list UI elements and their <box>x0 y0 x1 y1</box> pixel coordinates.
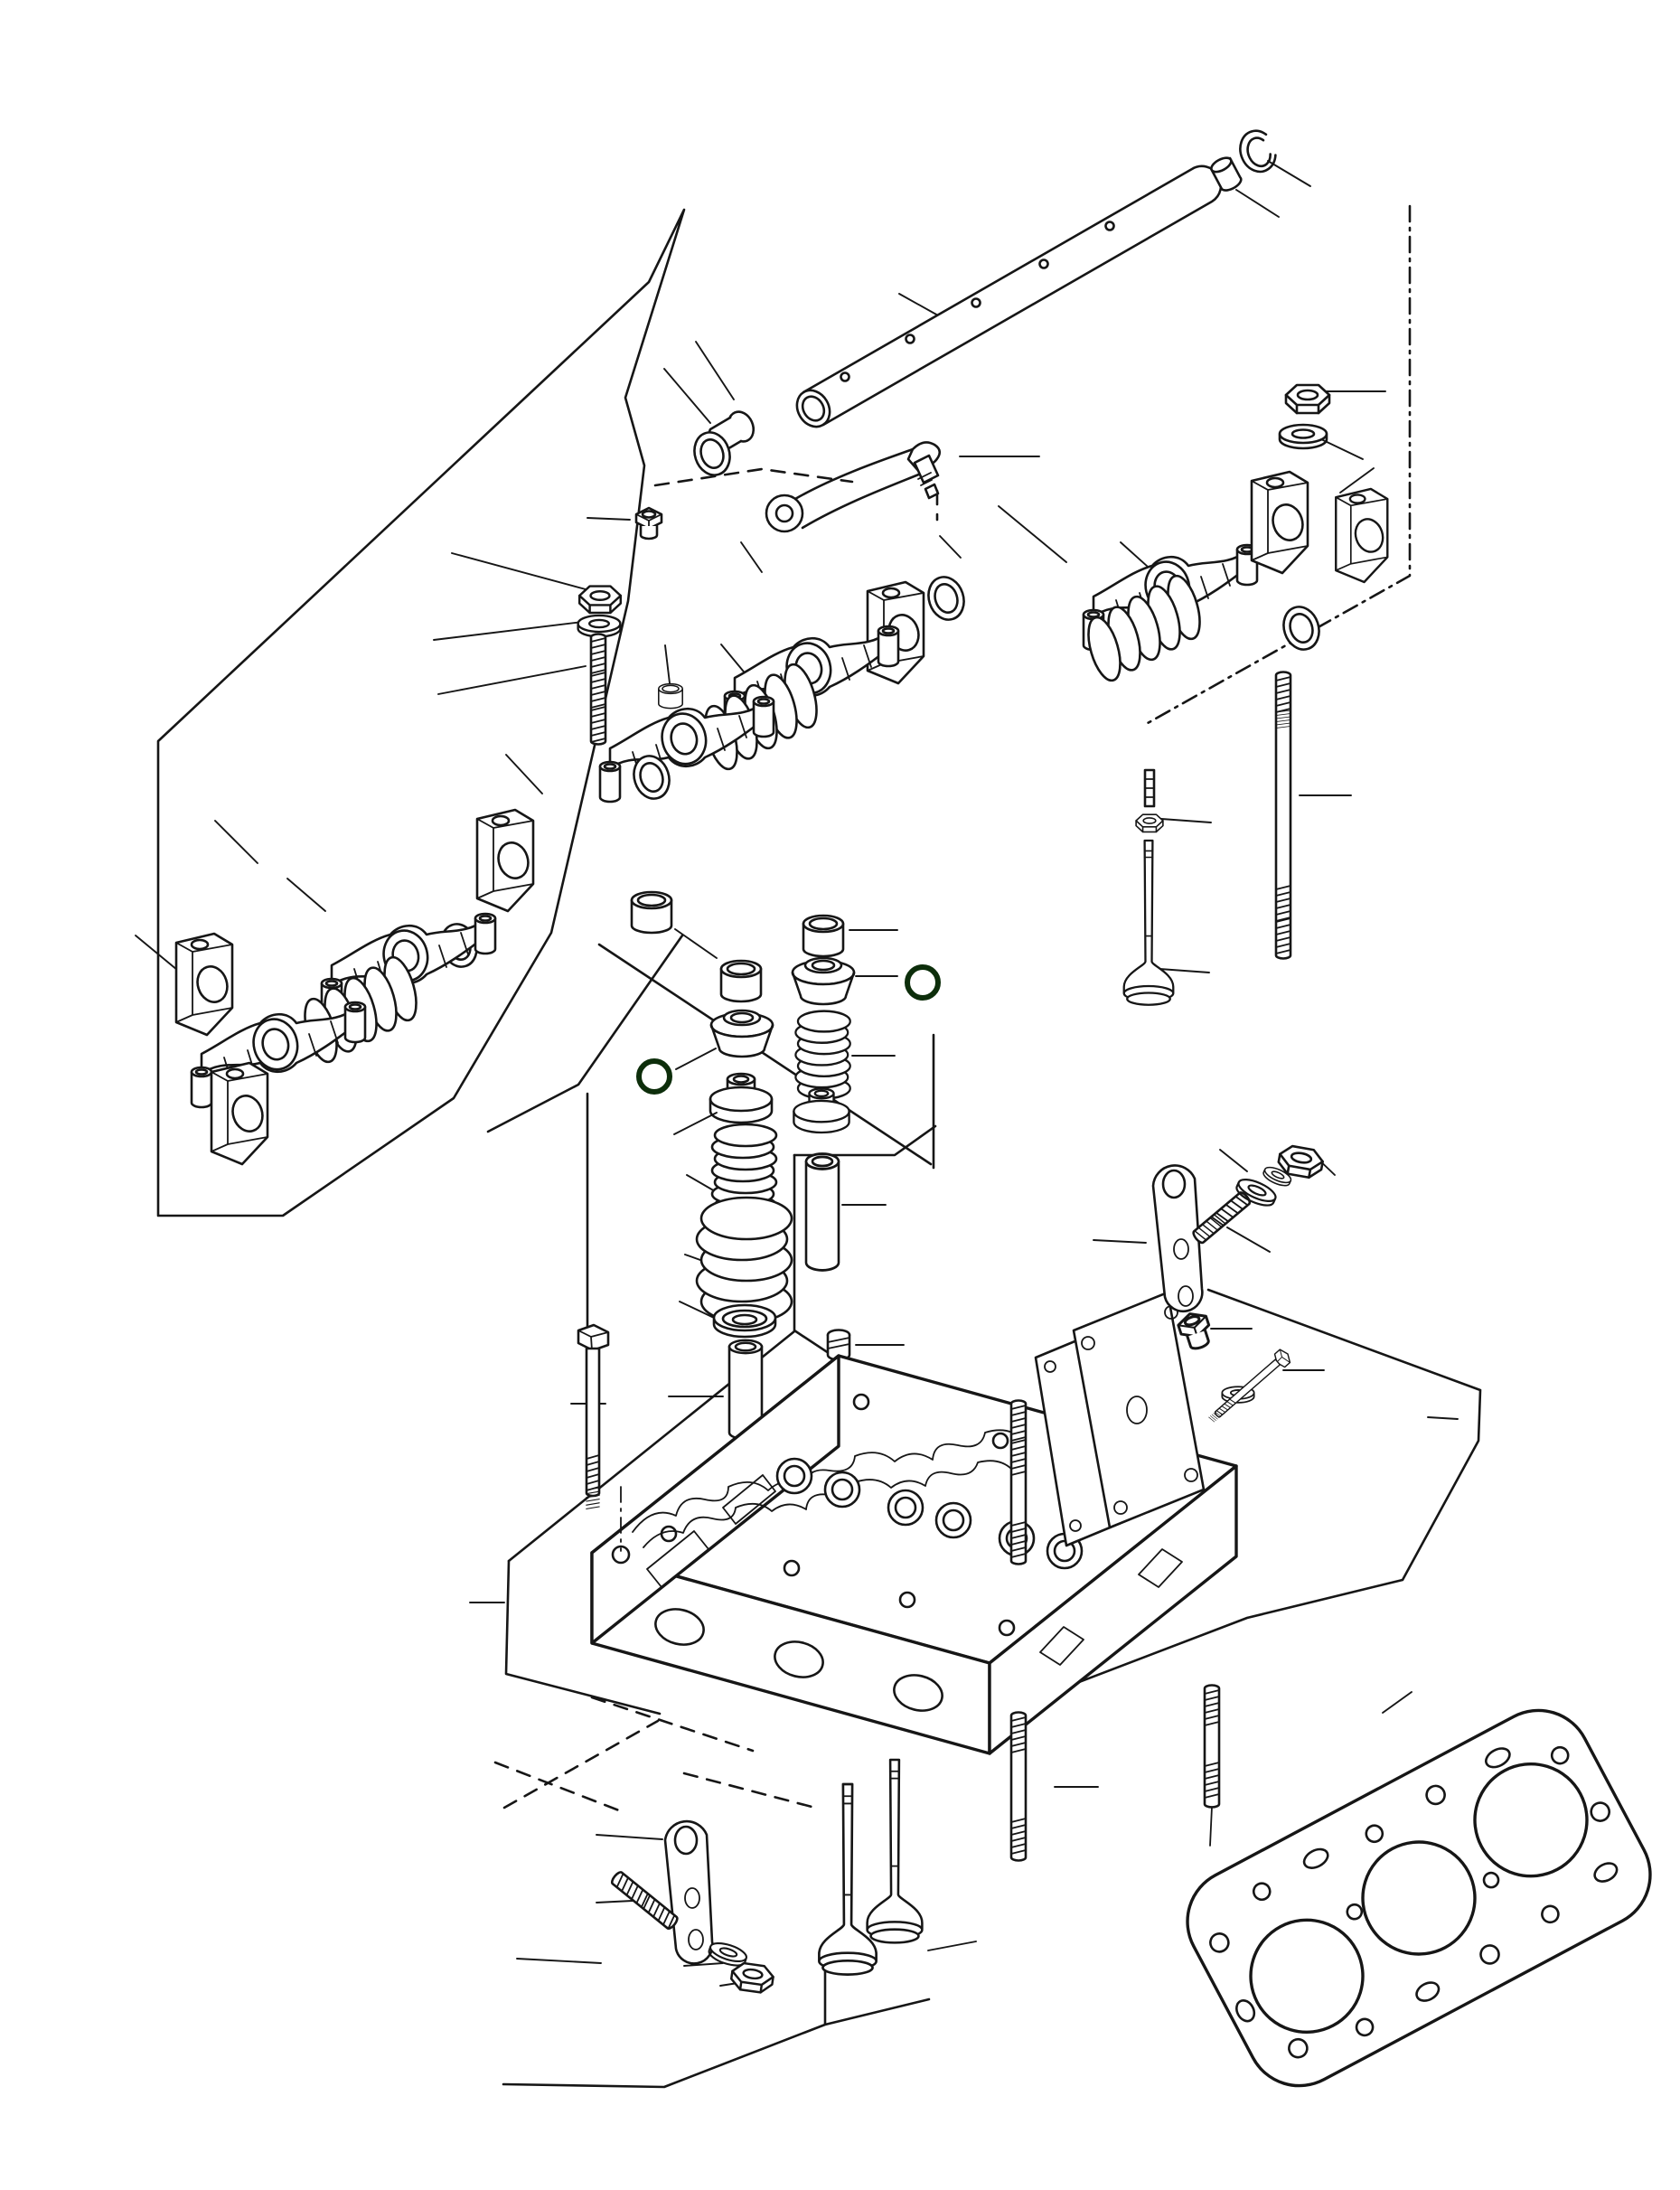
spring-seat-washer <box>712 1303 777 1339</box>
zone-borders <box>156 204 1482 2089</box>
engine-valve-left <box>818 1782 878 1976</box>
clip-hole <box>1104 221 1115 231</box>
border-centre-right-diag <box>597 943 933 1166</box>
border-platform-left <box>504 1559 662 1715</box>
valve-cap <box>630 890 673 935</box>
rocker-shaft-support <box>1335 487 1389 584</box>
shaft-end-plug <box>1209 156 1243 192</box>
border-centre-left-diag <box>486 934 684 1133</box>
valve-cap-small <box>658 682 683 710</box>
flange-nut-left <box>577 585 623 615</box>
clip-hole <box>905 334 915 344</box>
valve-stack-right <box>791 914 856 1272</box>
side-cover-plate <box>1072 1291 1206 1529</box>
engine-valve-centre <box>866 1758 924 1944</box>
marker-37-right[interactable]: 37 <box>905 964 941 1001</box>
rocker-shaft-support <box>1250 470 1309 575</box>
lifting-bracket-bottom <box>663 1819 714 1965</box>
stud-bolt-lower <box>1009 1711 1028 1862</box>
pipe-position-dashes <box>653 467 939 522</box>
leader-lines <box>135 160 1459 1987</box>
stud-bolt-left <box>589 633 607 746</box>
marker-circle[interactable] <box>905 964 941 1001</box>
marker-circle[interactable] <box>636 1058 672 1095</box>
rocker-arm-shaft <box>795 164 1223 428</box>
flange-nut-top-right <box>1284 383 1331 415</box>
clip-hole <box>840 371 850 382</box>
bracket-stud <box>1192 1191 1252 1245</box>
border-bottom-platform <box>502 1956 931 2089</box>
border-left-wedge <box>156 208 686 1217</box>
cover-bolt <box>1206 1348 1292 1426</box>
valve-cap <box>719 959 763 1003</box>
valve-cap <box>802 914 845 958</box>
banjo-union <box>765 493 804 533</box>
cylinder-head-gasket <box>1186 1708 1652 2088</box>
hex-plug <box>634 506 663 540</box>
hidden-edge-dashes <box>493 1696 817 1814</box>
cylinder-head-bolt <box>578 1325 608 1509</box>
washer-top-right <box>1278 423 1328 450</box>
marker-label: 37 <box>911 973 934 993</box>
border-head-zone-top <box>793 1124 937 1157</box>
valve-adjusting-screw <box>1143 768 1156 808</box>
valve-spring-retainer <box>709 1009 774 1058</box>
rocker-shaft-support <box>174 932 234 1037</box>
cover-plug <box>1174 1308 1216 1354</box>
valve-stack-middle <box>695 959 793 1441</box>
valve-stem-plug <box>826 1329 851 1361</box>
rocker-shaft-support <box>210 1061 269 1166</box>
valve-adjusting-nut <box>1135 813 1164 833</box>
shaft-snap-ring <box>1233 125 1281 178</box>
border-right-platform <box>985 1288 1482 1719</box>
marker-label: 37 <box>643 1067 666 1087</box>
rocker-cluster-middle <box>475 626 898 913</box>
lifting-bracket-right <box>1151 1164 1204 1313</box>
valve-stack-left <box>630 890 673 935</box>
gasket-stud <box>1203 1684 1221 1847</box>
clip-hole <box>1038 258 1049 269</box>
rocker-cluster-top <box>866 470 1389 686</box>
stud-bolt-right <box>1274 671 1292 960</box>
marker-37-left[interactable]: 37 <box>636 1058 672 1095</box>
valve-guide <box>804 1152 840 1272</box>
bushing-ring <box>922 571 971 625</box>
stud-bolt-upper <box>1009 1399 1028 1565</box>
bottom-bracket-nut <box>728 1960 776 1996</box>
bottom-bracket-stud <box>610 1871 679 1931</box>
clip-hole <box>971 297 981 308</box>
valve-spring-seat <box>709 1072 774 1124</box>
rocker-shaft-support <box>475 808 535 913</box>
inner-valve-spring <box>794 1010 851 1100</box>
valve-spring-retainer <box>791 956 856 1006</box>
rocker-cluster-left <box>174 914 495 1166</box>
engine-valve-right <box>1122 839 1175 1006</box>
oil-feed-pipe <box>765 441 942 533</box>
outer-valve-spring <box>695 1196 793 1324</box>
border-right-tier <box>1146 204 1412 725</box>
